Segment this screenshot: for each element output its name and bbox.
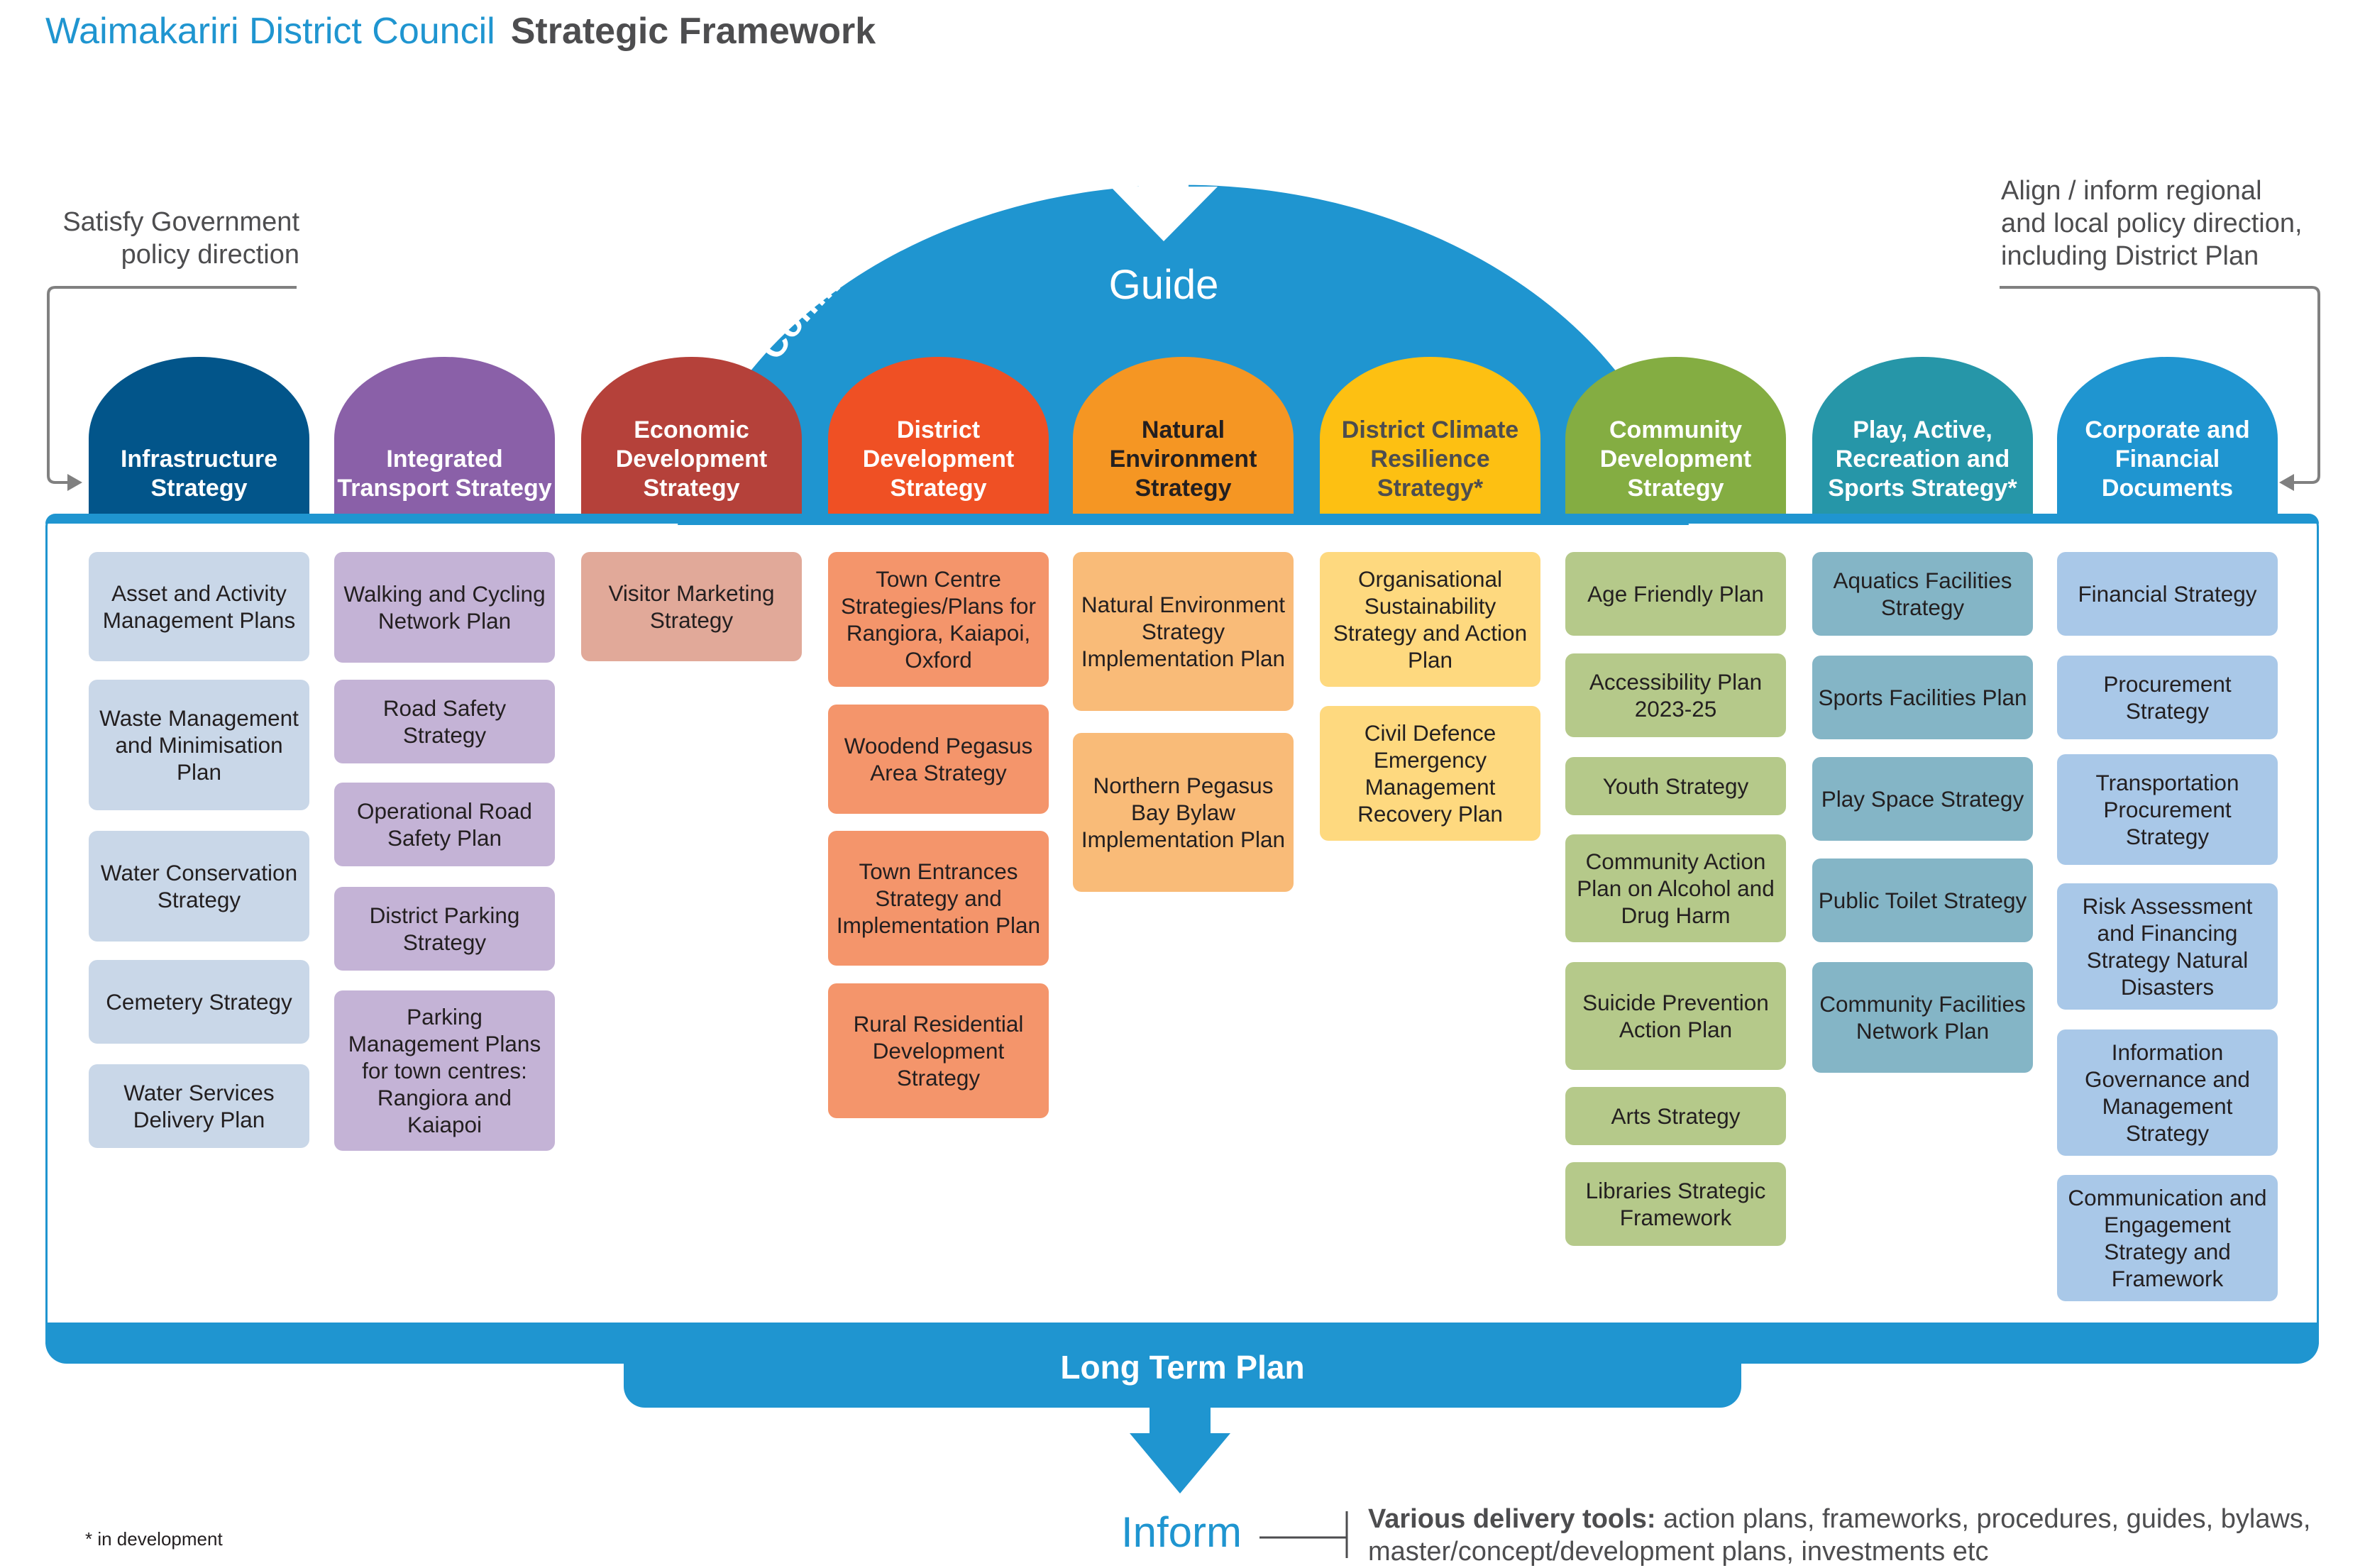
strategy-header-label: Play, Active, Recreation and Sports Stra…	[1828, 416, 2017, 502]
plan-card[interactable]: Parking Management Plans for town centre…	[334, 990, 555, 1151]
plan-card[interactable]: Northern Pegasus Bay Bylaw Implementatio…	[1073, 733, 1294, 892]
strategy-header[interactable]: Natural Environment Strategy	[1073, 357, 1294, 516]
strategy-header[interactable]: Corporate and Financial Documents	[2057, 357, 2278, 516]
plan-card[interactable]: Information Governance and Management St…	[2057, 1029, 2278, 1156]
plan-card[interactable]: Youth Strategy	[1565, 757, 1786, 815]
plan-card[interactable]: Water Conservation Strategy	[89, 831, 309, 942]
plan-card[interactable]: Woodend Pegasus Area Strategy	[828, 705, 1049, 814]
strategy-header[interactable]: Community Development Strategy	[1565, 357, 1786, 516]
delivery-tools-text: Various delivery tools: action plans, fr…	[1368, 1503, 2347, 1568]
guide-label: Guide	[1108, 262, 1219, 308]
plan-card[interactable]: Transportation Procurement Strategy	[2057, 754, 2278, 865]
plan-card[interactable]: Operational Road Safety Plan	[334, 783, 555, 866]
long-term-plan-label: Long Term Plan	[1060, 1349, 1305, 1386]
note-line: policy direction	[121, 240, 299, 270]
plan-card[interactable]: Civil Defence Emergency Management Recov…	[1320, 706, 1540, 841]
plan-card[interactable]: Public Toilet Strategy	[1812, 858, 2033, 942]
plan-card[interactable]: Road Safety Strategy	[334, 680, 555, 763]
plan-card[interactable]: Walking and Cycling Network Plan	[334, 552, 555, 663]
inform-down-arrow-icon	[1130, 1408, 1230, 1494]
note-line: Align / inform regional	[2001, 176, 2262, 206]
org-name: Waimakariri District Council	[45, 11, 495, 52]
plan-card[interactable]: Visitor Marketing Strategy	[581, 552, 802, 661]
long-term-plan-tab[interactable]	[624, 1348, 1741, 1408]
plan-card[interactable]: Aquatics Facilities Strategy	[1812, 552, 2033, 636]
plan-card[interactable]: Risk Assessment and Financing Strategy N…	[2057, 883, 2278, 1010]
guide-down-arrow-icon	[1110, 138, 1218, 241]
strategy-header-label: District Development Strategy	[862, 416, 1015, 502]
strategy-header[interactable]: Economic Development Strategy	[581, 357, 802, 516]
plan-card[interactable]: Town Entrances Strategy and Implementati…	[828, 831, 1049, 966]
strategy-header-label: Community Development Strategy	[1599, 416, 1752, 502]
plan-card[interactable]: Rural Residential Development Strategy	[828, 983, 1049, 1118]
strategy-header-label: Corporate and Financial Documents	[2085, 416, 2250, 502]
arrow-right-icon	[67, 474, 82, 491]
plan-card[interactable]: Accessibility Plan 2023-25	[1565, 653, 1786, 737]
inform-label: Inform	[1120, 1508, 1242, 1556]
note-line: Satisfy Government	[62, 207, 299, 237]
strategy-header-label: Infrastructure Strategy	[120, 446, 278, 502]
plan-card[interactable]: Arts Strategy	[1565, 1087, 1786, 1145]
plan-card[interactable]: District Parking Strategy	[334, 887, 555, 971]
frame-top-bar	[45, 514, 2319, 524]
note-line: and local policy direction,	[2001, 209, 2303, 238]
left-annotation-arrow	[47, 286, 297, 484]
plan-card[interactable]: Asset and Activity Management Plans	[89, 552, 309, 661]
strategy-header[interactable]: District Climate Resilience Strategy*	[1320, 357, 1540, 516]
note-line: including District Plan	[2001, 241, 2259, 271]
plan-card[interactable]: Water Services Delivery Plan	[89, 1064, 309, 1148]
plan-card[interactable]: Town Centre Strategies/Plans for Rangior…	[828, 552, 1049, 687]
government-policy-note: Satisfy Government policy direction	[28, 206, 299, 271]
right-annotation-arrow	[2000, 286, 2320, 484]
document-name: Strategic Framework	[510, 11, 876, 52]
footnote: * in development	[85, 1528, 223, 1550]
plan-card[interactable]: Sports Facilities Plan	[1812, 656, 2033, 739]
strategy-header[interactable]: Integrated Transport Strategy	[334, 357, 555, 516]
page-title: Waimakariri District Council Strategic Fr…	[45, 10, 876, 53]
plan-card[interactable]: Procurement Strategy	[2057, 656, 2278, 739]
plan-card[interactable]: Play Space Strategy	[1812, 757, 2033, 841]
plan-card[interactable]: Cemetery Strategy	[89, 960, 309, 1044]
strategy-header[interactable]: Infrastructure Strategy	[89, 357, 309, 516]
plan-card[interactable]: Natural Environment Strategy Implementat…	[1073, 552, 1294, 711]
strategy-header[interactable]: District Development Strategy	[828, 357, 1049, 516]
strategy-header[interactable]: Play, Active, Recreation and Sports Stra…	[1812, 357, 2033, 516]
plan-card[interactable]: Suicide Prevention Action Plan	[1565, 962, 1786, 1070]
plan-card[interactable]: Organisational Sustainability Strategy a…	[1320, 552, 1540, 687]
plan-card[interactable]: Communication and Engagement Strategy an…	[2057, 1175, 2278, 1301]
plan-card[interactable]: Libraries Strategic Framework	[1565, 1162, 1786, 1246]
plan-card[interactable]: Community Action Plan on Alcohol and Dru…	[1565, 834, 1786, 942]
arrow-left-icon	[2279, 474, 2294, 491]
strategy-header-label: District Climate Resilience Strategy*	[1341, 416, 1519, 502]
plan-card[interactable]: Age Friendly Plan	[1565, 552, 1786, 636]
strategy-header-label: Integrated Transport Strategy	[337, 446, 552, 502]
plan-card[interactable]: Community Facilities Network Plan	[1812, 962, 2033, 1073]
delivery-tools-heading: Various delivery tools:	[1368, 1504, 1656, 1534]
strategy-header-label: Natural Environment Strategy	[1109, 416, 1257, 502]
plan-card[interactable]: Waste Management and Minimisation Plan	[89, 680, 309, 810]
regional-policy-note: Align / inform regional and local policy…	[2001, 175, 2342, 272]
plan-card[interactable]: Financial Strategy	[2057, 552, 2278, 636]
strategy-header-label: Economic Development Strategy	[615, 416, 768, 502]
